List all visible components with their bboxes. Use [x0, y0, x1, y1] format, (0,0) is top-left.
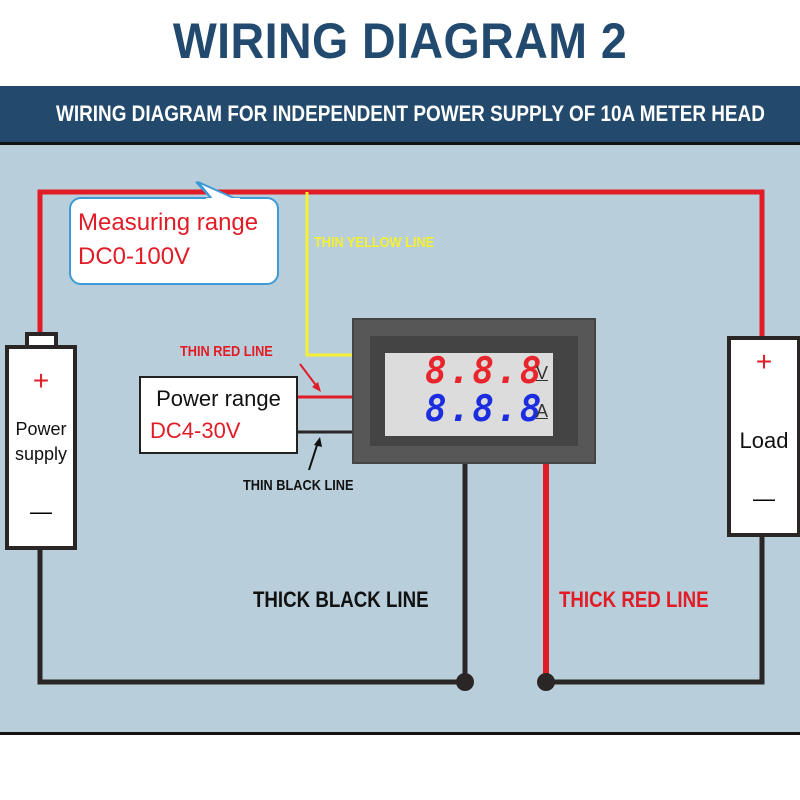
- current-unit: A: [536, 401, 549, 421]
- voltage-digits: 8.8.8: [425, 351, 544, 392]
- thin-yellow-wire: [305, 192, 354, 357]
- junction-dot-red: [537, 673, 555, 691]
- battery-minus-sign: —: [30, 499, 52, 524]
- meter-bezel: 8.8.8 V 8.8.8 A: [370, 336, 578, 446]
- thin-black-arrow: [308, 441, 319, 471]
- load-negative-wire: [546, 533, 765, 685]
- thin-black-arrowhead: [314, 437, 322, 447]
- thin-red-arrowhead: [312, 382, 321, 392]
- battery-label-1: Power: [15, 419, 67, 439]
- current-digits: 8.8.8: [425, 389, 544, 430]
- page-title: WIRING DIAGRAM 2: [172, 13, 628, 69]
- callout-tail-cover: [197, 181, 240, 202]
- load-plus-sign: +: [755, 346, 773, 377]
- power-range-box: Power range DC4-30V: [139, 376, 298, 454]
- power-range-line-2: DC4-30V: [150, 418, 241, 443]
- thin-yellow-line-label: THIN YELLOW LINE: [314, 234, 435, 251]
- thin-black-line-label: THIN BLACK LINE: [243, 477, 354, 494]
- meter-display: 8.8.8 V 8.8.8 A: [385, 351, 553, 436]
- battery-label-2: supply: [14, 444, 68, 464]
- thick-black-wire: [37, 462, 468, 685]
- measuring-range-callout: [69, 197, 279, 285]
- thick-black-line-label: THICK BLACK LINE: [253, 587, 429, 612]
- load-label: Load: [739, 428, 789, 453]
- meter-head: 8.8.8 V 8.8.8 A: [352, 318, 596, 464]
- battery-plus-sign: +: [32, 365, 50, 396]
- load-minus-sign: —: [753, 486, 775, 511]
- subtitle-banner: WIRING DIAGRAM FOR INDEPENDENT POWER SUP…: [0, 86, 800, 145]
- callout-line-2: DC0-100V: [78, 243, 191, 270]
- junction-dot-black: [456, 673, 474, 691]
- thin-red-arrow: [299, 363, 319, 389]
- thick-red-line-label: THICK RED LINE: [559, 587, 709, 612]
- power-range-line-1: Power range: [156, 386, 281, 411]
- thin-red-line-label: THIN RED LINE: [180, 343, 273, 360]
- battery-terminal-cap: [25, 332, 58, 349]
- callout-line-1: Measuring range: [78, 209, 259, 236]
- load-box: + Load —: [727, 336, 800, 537]
- red-wire-top: [37, 189, 765, 338]
- subtitle-text: WIRING DIAGRAM FOR INDEPENDENT POWER SUP…: [56, 101, 765, 126]
- power-supply-battery: + Power supply —: [5, 345, 77, 550]
- voltage-unit: V: [536, 363, 549, 383]
